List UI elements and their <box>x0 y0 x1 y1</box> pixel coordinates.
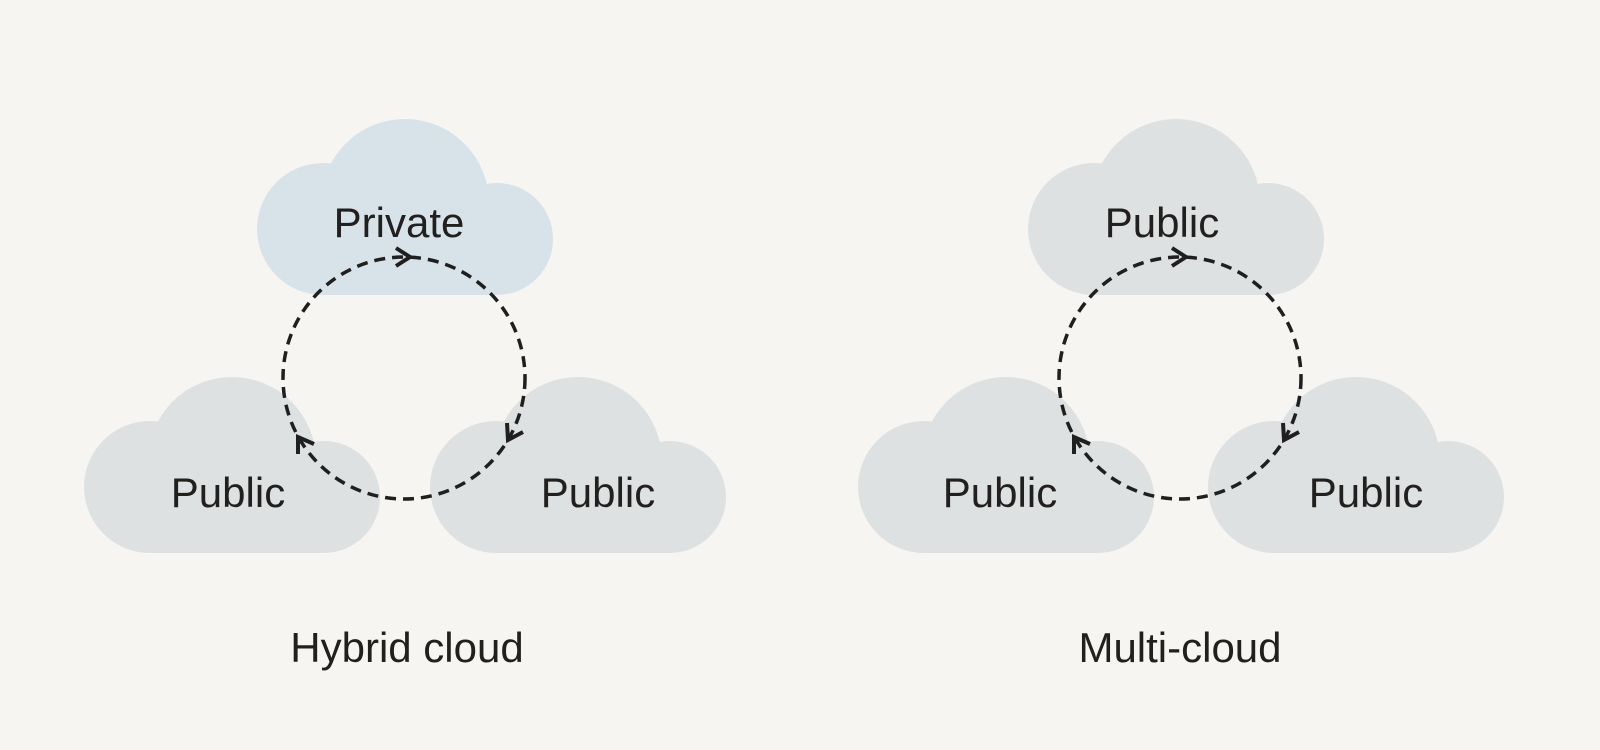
arrowhead-icon <box>1281 422 1300 444</box>
cycle-arrows-icon <box>1057 246 1303 501</box>
cycle-dashed-circle <box>281 255 527 501</box>
arrowhead-icon <box>1072 433 1091 454</box>
hybrid-cloud-caption: Hybrid cloud <box>290 624 523 671</box>
arrowhead-icon <box>1170 246 1190 268</box>
arrowhead-icon <box>505 422 524 444</box>
arrowhead-icon <box>296 433 315 454</box>
multi-cloud-caption: Multi-cloud <box>1078 624 1281 671</box>
private-cloud-label: Private <box>334 199 465 246</box>
cycle-arrows-icon <box>281 246 527 501</box>
cycle-dashed-circle <box>1057 255 1303 501</box>
hybrid-cloud-diagram: Private Public Public Hybrid cloud <box>84 119 726 671</box>
public-cloud-label: Public <box>171 469 285 516</box>
arrowhead-icon <box>394 246 414 268</box>
public-cloud-label: Public <box>943 469 1057 516</box>
public-cloud-label: Public <box>1309 469 1423 516</box>
public-cloud-label: Public <box>1105 199 1219 246</box>
multi-cloud-diagram: Public Public Public Multi-cloud <box>858 119 1504 671</box>
public-cloud-label: Public <box>541 469 655 516</box>
